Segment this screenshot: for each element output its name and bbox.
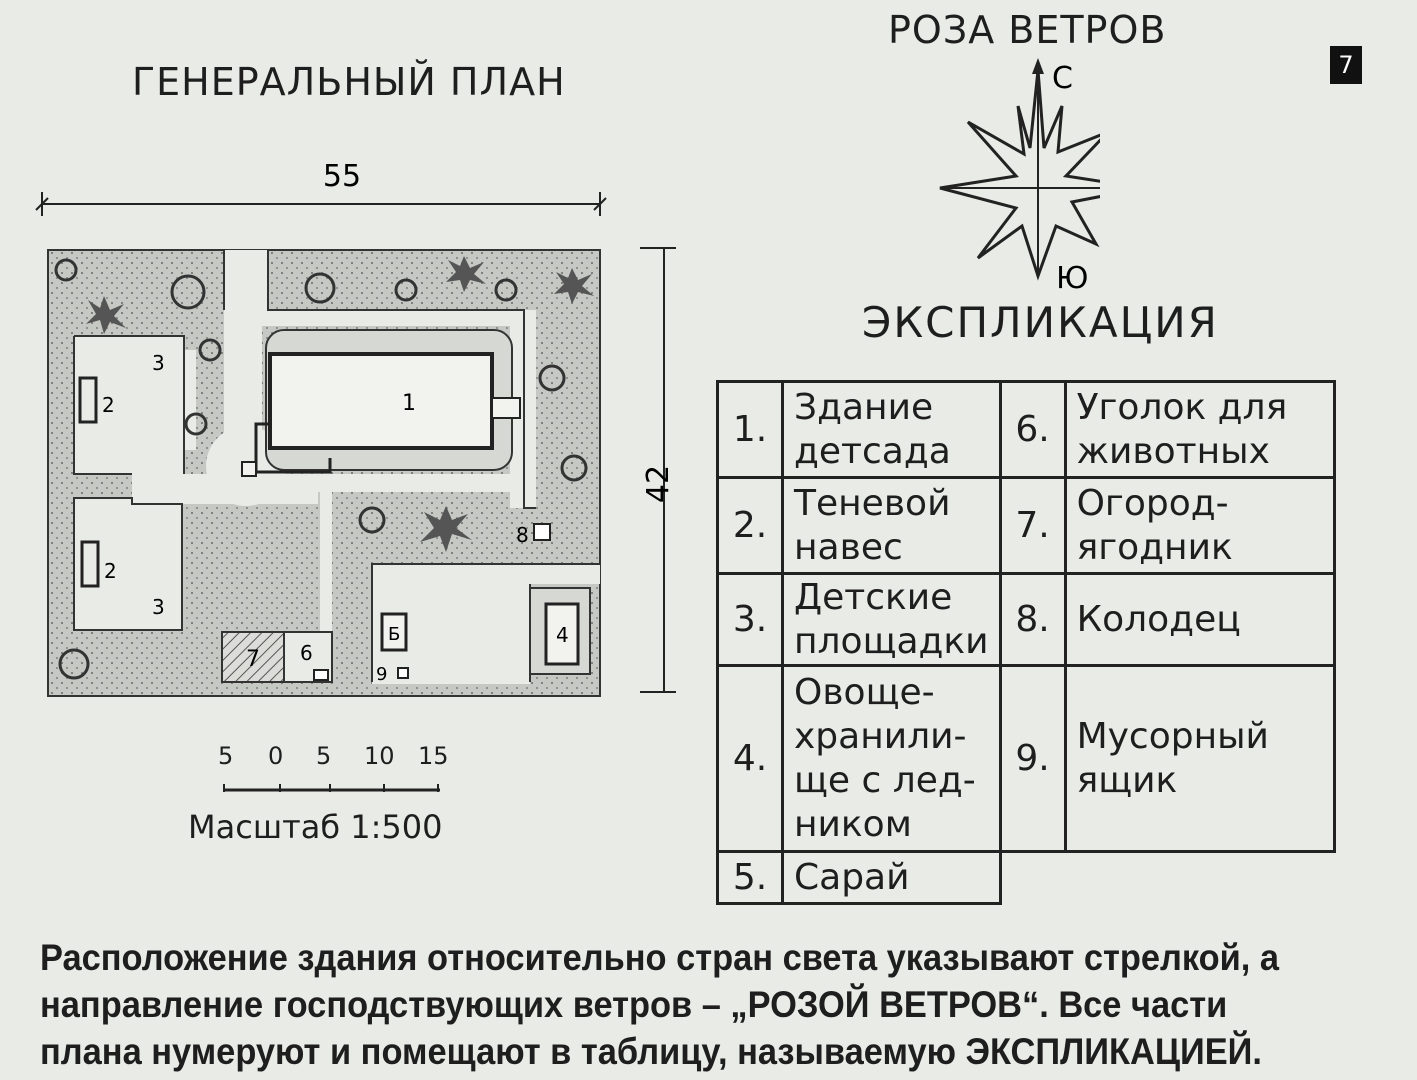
- shade-canopy-a: [78, 376, 98, 424]
- well: [533, 523, 551, 541]
- explication-table: 1. Здание детсада 6. Уголок для животных…: [716, 380, 1336, 905]
- scale-numbers: 5 0 5 10 15: [218, 742, 478, 772]
- table-cell: 5.: [716, 850, 784, 905]
- table-row: 1. Здание детсада 6. Уголок для животных: [716, 380, 1336, 479]
- north-label: С: [1052, 61, 1073, 96]
- label-garden: 7: [246, 647, 260, 672]
- site-plan: 55 42 1 2: [35, 159, 676, 697]
- trees: [54, 258, 588, 680]
- table-cell: 7.: [998, 476, 1067, 575]
- table-cell: Здание детсада: [781, 380, 1002, 479]
- table-cell: 4.: [716, 664, 784, 853]
- wind-rose-star: [939, 69, 1100, 281]
- table-cell: 1.: [716, 380, 784, 479]
- scale-tick-label: 10: [364, 742, 395, 770]
- shade-canopy-b: [80, 540, 100, 588]
- scale-bar: [223, 784, 440, 792]
- label-shed: Б: [388, 624, 400, 645]
- width-dimension: 55: [35, 159, 607, 216]
- wind-rose-title: РОЗА ВЕТРОВ: [888, 8, 1167, 52]
- table-cell: Сарай: [781, 850, 1002, 905]
- label-storage: 4: [556, 623, 569, 647]
- scale-tick-label: 5: [316, 742, 332, 770]
- table-cell: Колодец: [1063, 572, 1336, 667]
- scale-tick-label: 15: [418, 742, 449, 770]
- building-1: [268, 352, 494, 450]
- height-dimension: 42: [640, 247, 676, 693]
- height-label: 42: [641, 465, 676, 503]
- table-cell: Огород-ягодник: [1063, 476, 1336, 575]
- label-animals: 6: [300, 641, 313, 665]
- table-cell: 9.: [998, 664, 1067, 853]
- label-play-b: 3: [152, 595, 165, 619]
- label-shade-b: 2: [104, 559, 117, 583]
- south-label: Ю: [1056, 261, 1088, 296]
- plan-title: ГЕНЕРАЛЬНЫЙ ПЛАН: [132, 60, 566, 104]
- shed: [380, 612, 408, 652]
- table-row: 5. Сарай: [716, 850, 1335, 905]
- wind-rose: С Ю: [939, 58, 1100, 296]
- table-cell: Детские площадки: [781, 572, 1002, 667]
- label-trash: 9: [376, 664, 387, 685]
- table-cell: Овоще-хранили-ще с лед-ником: [781, 664, 1002, 853]
- scale-caption: Масштаб 1:500: [188, 808, 443, 846]
- bushes: [86, 256, 594, 552]
- label-well: 8: [516, 523, 529, 547]
- table-cell: 8.: [998, 572, 1067, 667]
- width-label: 55: [323, 159, 361, 194]
- table-cell: Уголок для животных: [1063, 380, 1336, 479]
- table-cell: Мусорный ящик: [1063, 664, 1336, 853]
- slide-number-badge: 7: [1330, 46, 1362, 84]
- table-cell: 3.: [716, 572, 784, 667]
- vegetable-storage: [544, 602, 580, 666]
- scale-tick-label: 5: [218, 742, 234, 770]
- table-row: 3. Детские площадки 8. Колодец: [716, 572, 1336, 667]
- table-row: 4. Овоще-хранили-ще с лед-ником 9. Мусор…: [716, 664, 1336, 853]
- label-play-a: 3: [152, 351, 165, 375]
- label-shade-a: 2: [102, 393, 115, 417]
- trash-box: [397, 667, 409, 679]
- table-cell: 2.: [716, 476, 784, 575]
- table-row: 2. Теневой навес 7. Огород-ягодник: [716, 476, 1336, 575]
- table-cell: 6.: [998, 380, 1067, 479]
- caption-text: Расположение здания относительно стран с…: [40, 937, 1280, 1072]
- scale-tick-label: 0: [268, 742, 284, 770]
- garden-area: [221, 631, 285, 683]
- table-cell: Теневой навес: [781, 476, 1002, 575]
- label-building: 1: [402, 391, 416, 416]
- explication-title: ЭКСПЛИКАЦИЯ: [862, 298, 1219, 347]
